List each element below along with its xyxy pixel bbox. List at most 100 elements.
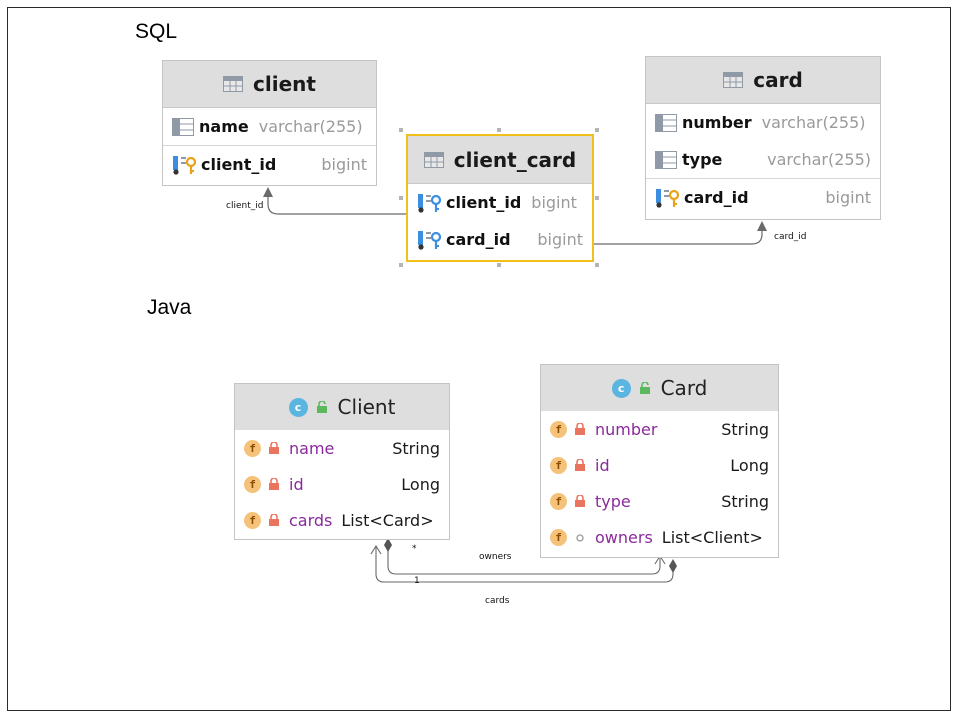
column-name: client_id bbox=[201, 155, 277, 174]
primary-key-column-icon bbox=[655, 188, 679, 208]
field-type: Long bbox=[730, 455, 769, 475]
column-type: varchar(255) bbox=[761, 113, 866, 132]
field-row[interactable]: f id Long bbox=[235, 466, 449, 502]
column-type: bigint bbox=[825, 188, 871, 207]
diagram-frame bbox=[7, 7, 951, 711]
field-type: List<Card> bbox=[341, 510, 434, 530]
field-name: cards bbox=[289, 510, 333, 530]
field-row[interactable]: f name String bbox=[235, 430, 449, 466]
field-name: name bbox=[289, 438, 335, 458]
table-card-title: card bbox=[753, 68, 803, 92]
field-name: id bbox=[289, 474, 304, 494]
column-row[interactable]: number varchar(255) bbox=[646, 104, 880, 141]
field-row[interactable]: f cards List<Card> bbox=[235, 502, 449, 538]
table-icon bbox=[223, 76, 244, 92]
table-client-card-title: client_card bbox=[453, 147, 577, 172]
column-row[interactable]: client_id bigint bbox=[408, 184, 592, 221]
field-row[interactable]: f number String bbox=[541, 411, 778, 447]
table-card[interactable]: card number varchar(255) type varchar(25… bbox=[645, 56, 881, 220]
public-lock-icon bbox=[639, 379, 651, 398]
table-client-card[interactable]: client_card client_id bigint card_id big… bbox=[406, 134, 594, 262]
selection-handles bbox=[399, 128, 599, 267]
column-row[interactable]: name varchar(255) bbox=[163, 108, 376, 145]
class-card-title: Card bbox=[660, 376, 708, 400]
class-client[interactable]: c Client f name String f id Long f cards… bbox=[234, 383, 450, 540]
field-icon: f bbox=[550, 528, 567, 546]
column-type: bigint bbox=[531, 193, 577, 212]
primary-key-column-icon bbox=[172, 155, 196, 175]
table-client-card-header: client_card bbox=[408, 136, 592, 184]
class-client-title: Client bbox=[337, 395, 396, 419]
table-card-header: card bbox=[646, 57, 880, 104]
private-lock-icon bbox=[575, 456, 585, 475]
column-icon bbox=[655, 150, 677, 169]
field-row[interactable]: f id Long bbox=[541, 447, 778, 483]
sql-section-label: SQL bbox=[135, 20, 178, 43]
link-label-owners: owners bbox=[479, 552, 512, 562]
column-icon bbox=[655, 113, 677, 132]
column-type: bigint bbox=[537, 230, 583, 249]
field-name: type bbox=[595, 491, 631, 511]
field-type: List<Client> bbox=[661, 527, 763, 547]
field-icon: f bbox=[550, 456, 567, 474]
column-row[interactable]: type varchar(255) bbox=[646, 141, 880, 178]
foreign-key-column-icon bbox=[417, 230, 441, 250]
java-link-cards bbox=[375, 546, 674, 583]
multiplicity-star: * bbox=[412, 544, 417, 554]
class-client-header: c Client bbox=[235, 384, 449, 430]
column-name: type bbox=[682, 150, 723, 169]
private-lock-icon bbox=[269, 511, 279, 530]
column-row[interactable]: card_id bigint bbox=[408, 221, 592, 258]
sql-link-card bbox=[593, 228, 763, 245]
sql-link-client-arrow bbox=[263, 187, 273, 197]
foreign-key-column-icon bbox=[417, 193, 441, 213]
java-link-owners bbox=[387, 546, 661, 575]
link-label-cards: cards bbox=[485, 596, 510, 606]
java-link-owners-diamond bbox=[384, 538, 392, 552]
private-lock-icon bbox=[269, 439, 279, 458]
sql-link-client bbox=[267, 194, 408, 215]
class-icon: c bbox=[611, 378, 631, 398]
column-type: varchar(255) bbox=[767, 150, 871, 169]
column-name: card_id bbox=[446, 230, 511, 249]
column-row[interactable]: client_id bigint bbox=[163, 145, 376, 183]
java-section-label: Java bbox=[147, 296, 192, 319]
table-icon bbox=[723, 72, 744, 88]
field-type: Long bbox=[401, 474, 440, 494]
field-icon: f bbox=[244, 439, 261, 457]
table-client-header: client bbox=[163, 61, 376, 108]
field-icon: f bbox=[244, 475, 261, 493]
java-link-cards-diamond bbox=[669, 559, 677, 573]
field-row[interactable]: f type String bbox=[541, 483, 778, 519]
private-lock-icon bbox=[575, 420, 585, 439]
field-name: id bbox=[595, 455, 610, 475]
package-visibility-icon bbox=[575, 528, 585, 547]
table-client-title: client bbox=[253, 72, 316, 96]
column-name: number bbox=[682, 113, 752, 132]
column-name: name bbox=[199, 117, 249, 136]
column-name: card_id bbox=[684, 188, 749, 207]
column-row[interactable]: card_id bigint bbox=[646, 178, 880, 216]
link-label-card-id: card_id bbox=[774, 232, 807, 242]
link-label-client-id: client_id bbox=[226, 201, 264, 211]
field-type: String bbox=[392, 438, 440, 458]
field-row[interactable]: f owners List<Client> bbox=[541, 519, 778, 555]
field-name: number bbox=[595, 419, 658, 439]
multiplicity-one: 1 bbox=[414, 576, 420, 586]
column-icon bbox=[172, 117, 194, 136]
column-type: varchar(255) bbox=[258, 117, 363, 136]
class-icon: c bbox=[288, 397, 308, 417]
field-type: String bbox=[721, 491, 769, 511]
class-card[interactable]: c Card f number String f id Long f type … bbox=[540, 364, 779, 558]
public-lock-icon bbox=[316, 398, 328, 417]
java-link-cards-arrow bbox=[370, 544, 382, 555]
class-card-header: c Card bbox=[541, 365, 778, 411]
table-client[interactable]: client name varchar(255) client_id bigin… bbox=[162, 60, 377, 186]
column-type: bigint bbox=[321, 155, 367, 174]
table-icon bbox=[423, 151, 444, 168]
field-name: owners bbox=[595, 527, 653, 547]
column-name: client_id bbox=[446, 193, 522, 212]
field-icon: f bbox=[550, 492, 567, 510]
sql-link-card-arrow bbox=[757, 221, 767, 231]
